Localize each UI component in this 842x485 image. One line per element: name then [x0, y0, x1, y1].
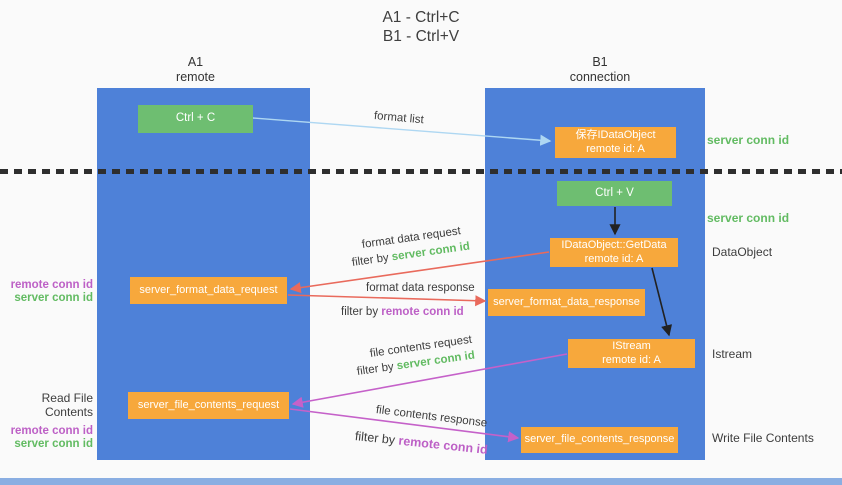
dotted-divider-line — [0, 169, 842, 174]
file-contents-response-label: file contents response — [375, 404, 488, 430]
remote-conn-id-text: remote conn id — [397, 433, 489, 457]
remote-conn-id-text: remote conn id — [381, 306, 464, 318]
istream-node: IStream remote id: A — [568, 339, 695, 368]
lane-a1-subtitle: remote — [176, 69, 215, 84]
title-line-2: B1 - Ctrl+V — [382, 28, 460, 45]
save-dataobject-node: 保存IDataObject remote id: A — [555, 127, 676, 158]
server-conn-id-label-file: server conn id — [14, 437, 93, 450]
save-dataobject-line1: 保存IDataObject — [575, 129, 656, 141]
filter-by-text: filter by — [341, 306, 379, 318]
ctrl-c-label: Ctrl + C — [175, 112, 216, 125]
lane-b1-subtitle: connection — [569, 69, 631, 84]
server-conn-id-label-format: server conn id — [14, 291, 93, 304]
getdata-line1: IDataObject::GetData — [561, 239, 667, 251]
server-format-data-request-node: server_format_data_request — [130, 277, 287, 304]
filter-by-text: filter by — [356, 360, 395, 378]
format-data-response-arrow — [287, 294, 487, 307]
dataobject-label: DataObject — [712, 245, 773, 259]
format-list-label: format list — [373, 110, 425, 127]
server-file-contents-request-label: server_file_contents_request — [137, 398, 280, 411]
server-file-contents-request-node: server_file_contents_request — [128, 392, 289, 419]
istream-side-label: Istream — [712, 347, 753, 361]
ctrl-c-node: Ctrl + C — [138, 105, 253, 133]
bottom-blue-bar — [0, 478, 842, 485]
filter-by-text: filter by — [351, 251, 390, 269]
remote-conn-id-label-file: remote conn id — [10, 425, 93, 437]
filter-by-text: filter by — [354, 429, 396, 448]
format-request-left-labels: remote conn id server conn id — [0, 279, 93, 304]
server-format-data-request-label: server_format_data_request — [139, 283, 278, 296]
write-file-contents-label: Write File Contents — [712, 431, 814, 445]
title-line-1: A1 - Ctrl+C — [382, 9, 460, 26]
save-dataobject-line2: remote id: A — [586, 142, 645, 155]
server-format-data-response-label: server_format_data_response — [493, 295, 640, 308]
istream-line1: IStream — [612, 340, 651, 352]
diagram-title: A1 - Ctrl+C B1 - Ctrl+V — [0, 8, 842, 46]
server-file-contents-response-node: server_file_contents_response — [521, 427, 678, 453]
server-file-contents-response-label: server_file_contents_response — [524, 433, 675, 446]
server-conn-id-label-top: server conn id — [707, 133, 790, 147]
remote-conn-id-label-format: remote conn id — [10, 279, 93, 291]
lane-header-a1: A1 remote — [138, 55, 253, 84]
lane-a1-title: A1 — [187, 55, 204, 69]
lane-header-b1: B1 connection — [540, 55, 660, 84]
getdata-line2: remote id: A — [584, 252, 644, 265]
server-format-data-response-node: server_format_data_response — [488, 289, 645, 316]
format-data-response-label: format data response — [366, 282, 475, 294]
istream-line2: remote id: A — [602, 353, 661, 366]
filter-by-remote-conn-id-format: filter by remote conn id — [341, 306, 464, 318]
read-file-contents-label: Read File Contents — [41, 391, 93, 419]
file-request-left-labels: Read File Contents remote conn id server… — [0, 391, 93, 450]
server-conn-id-label-mid: server conn id — [707, 211, 790, 225]
ctrl-v-label: Ctrl + V — [595, 186, 634, 199]
getdata-node: IDataObject::GetData remote id: A — [550, 238, 678, 267]
filter-by-remote-conn-id-file: filter by remote conn id — [354, 429, 488, 457]
ctrl-v-node: Ctrl + V — [557, 181, 672, 206]
lane-b1-title: B1 — [592, 55, 608, 69]
